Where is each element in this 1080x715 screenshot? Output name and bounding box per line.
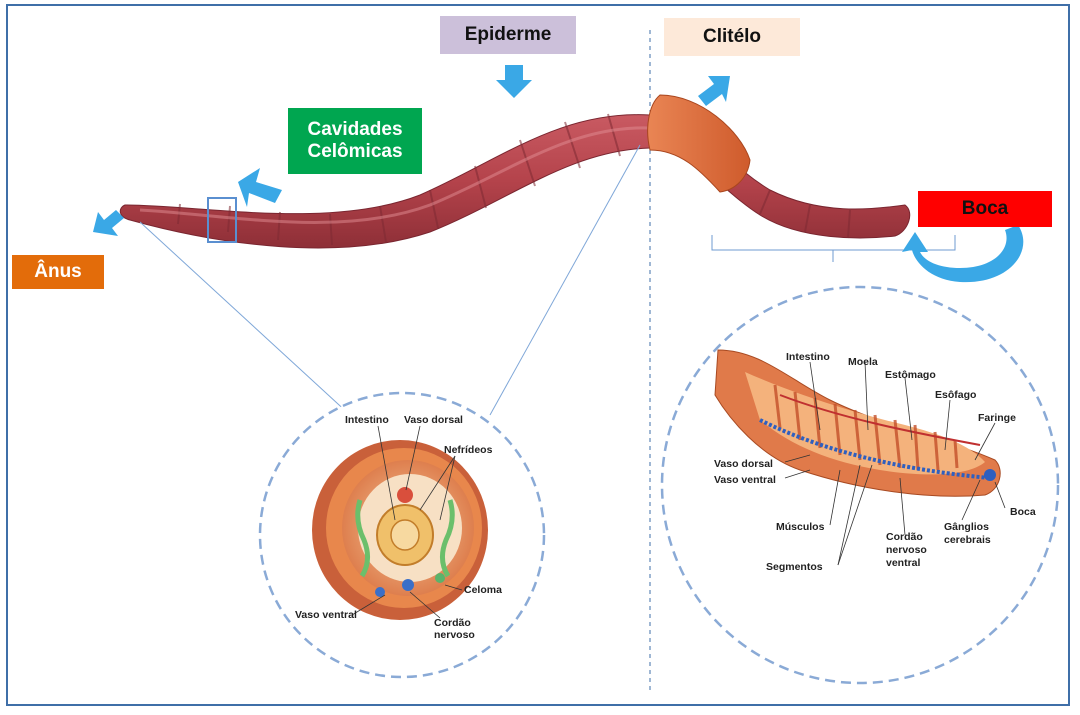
lg-label-cordao-2: nervoso	[886, 544, 927, 556]
zoom-line-left-a	[140, 222, 350, 415]
lg-label-vaso-ventral: Vaso ventral	[714, 474, 776, 486]
arrow-anus-icon	[93, 210, 124, 236]
cs-label-cordao-1: Cordão	[434, 617, 471, 629]
arrow-epiderme-icon	[496, 65, 532, 98]
lg-label-cordao-1: Cordão	[886, 531, 923, 543]
lg-label-boca: Boca	[1010, 506, 1036, 518]
arrow-boca-icon	[902, 225, 1023, 282]
label-cavidades: Cavidades Celômicas	[288, 108, 422, 174]
label-boca: Boca	[918, 191, 1052, 227]
lg-label-faringe: Faringe	[978, 412, 1016, 424]
clitellum-band	[648, 95, 750, 192]
cs-label-vaso-ventral: Vaso ventral	[295, 609, 357, 621]
cross-section-illustration	[312, 440, 488, 620]
cs-label-nefrideos: Nefrídeos	[444, 444, 493, 456]
lg-label-ganglios-2: cerebrais	[944, 534, 991, 546]
lg-label-moela: Moela	[848, 356, 878, 368]
lg-label-ganglios-1: Gânglios	[944, 521, 989, 533]
worm-body	[120, 115, 909, 248]
label-clitelo: Clitélo	[664, 18, 800, 56]
cs-label-cordao-2: nervoso	[434, 629, 475, 641]
label-epiderme: Epiderme	[440, 16, 576, 54]
lg-label-esofago: Esôfago	[935, 389, 976, 401]
arrow-clitelo-icon	[698, 76, 730, 106]
arrow-cavidades-icon	[238, 168, 282, 207]
cs-label-vaso-dorsal: Vaso dorsal	[404, 414, 463, 426]
cs-label-intestino: Intestino	[345, 414, 389, 426]
label-anus: Ânus	[12, 255, 104, 289]
lg-label-segmentos: Segmentos	[766, 561, 823, 573]
lg-label-intestino: Intestino	[786, 351, 830, 363]
lg-label-cordao-3: ventral	[886, 557, 921, 569]
lg-label-estomago: Estômago	[885, 369, 936, 381]
lg-label-musculos: Músculos	[776, 521, 825, 533]
lg-label-vaso-dorsal: Vaso dorsal	[714, 458, 773, 470]
cs-label-celoma: Celoma	[464, 584, 502, 596]
